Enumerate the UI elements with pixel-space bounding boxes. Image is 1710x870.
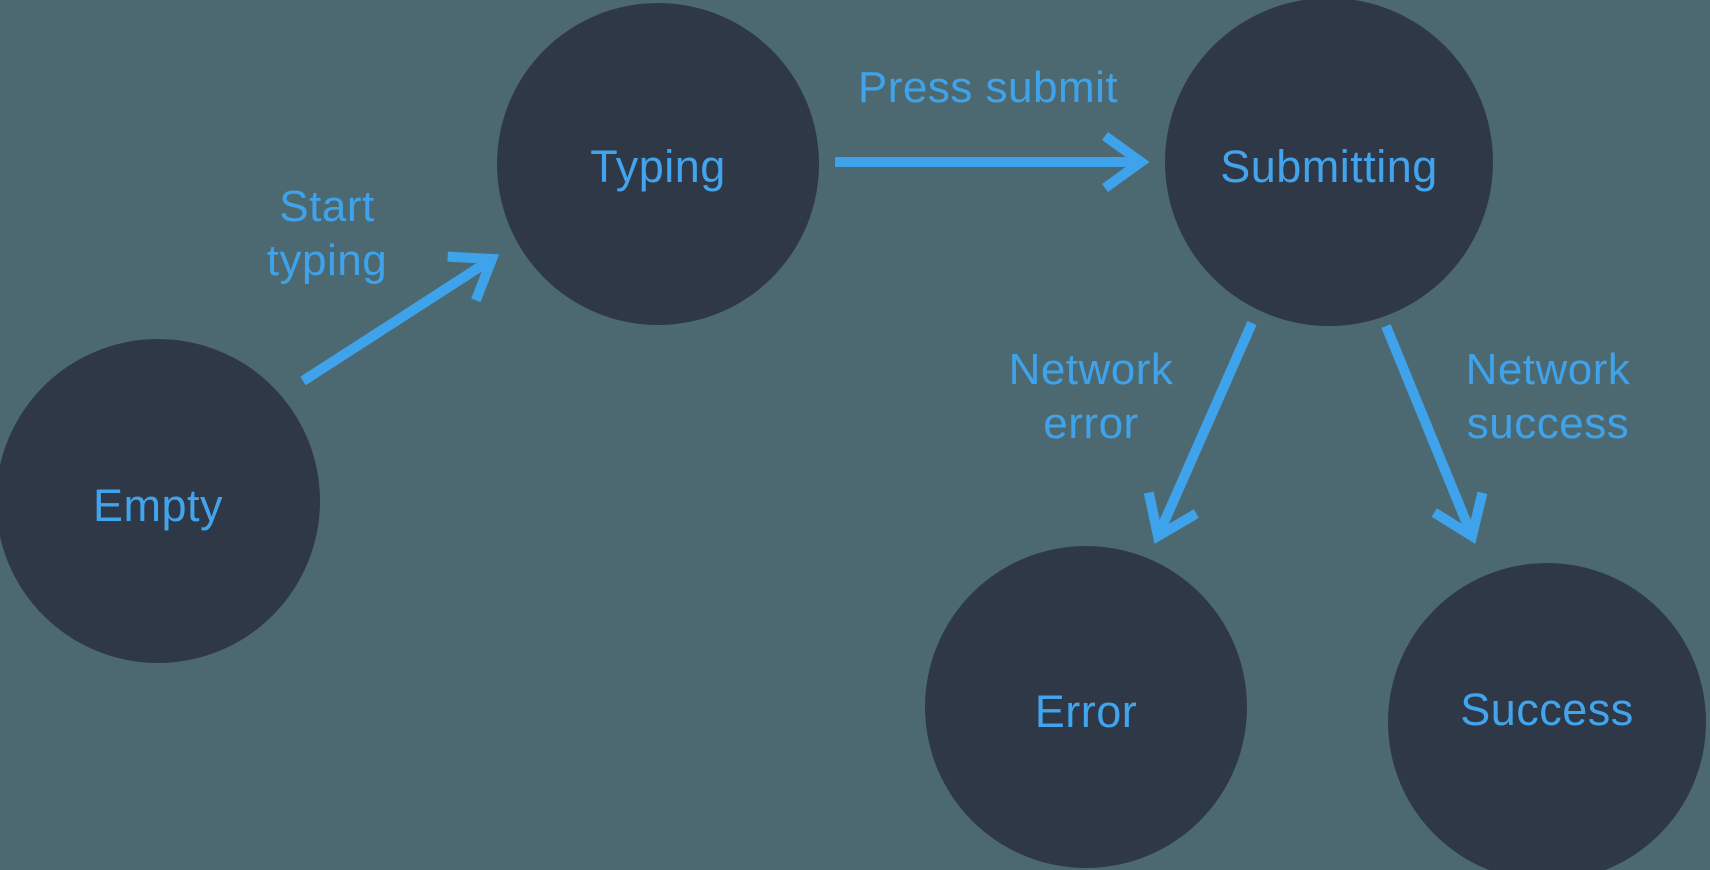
state-label-success: Success <box>1460 684 1634 735</box>
state-label-typing: Typing <box>590 141 726 192</box>
state-node-typing: Typing <box>497 3 819 325</box>
state-node-empty: Empty <box>0 339 320 663</box>
state-node-success: Success <box>1388 563 1706 870</box>
transition-label-network-error: Network error <box>1008 345 1174 448</box>
state-node-error: Error <box>925 546 1247 868</box>
state-label-empty: Empty <box>92 480 224 531</box>
transition-label-press-submit: Press submit <box>857 63 1119 112</box>
state-label-error: Error <box>1034 686 1138 737</box>
arrow-network-success-icon <box>1381 324 1488 544</box>
transition-label-start-typing: Start typing <box>266 182 388 285</box>
transition-label-network-success: Network success <box>1465 345 1631 448</box>
state-node-submitting: Submitting <box>1165 0 1493 326</box>
state-label-submitting: Submitting <box>1220 141 1438 192</box>
